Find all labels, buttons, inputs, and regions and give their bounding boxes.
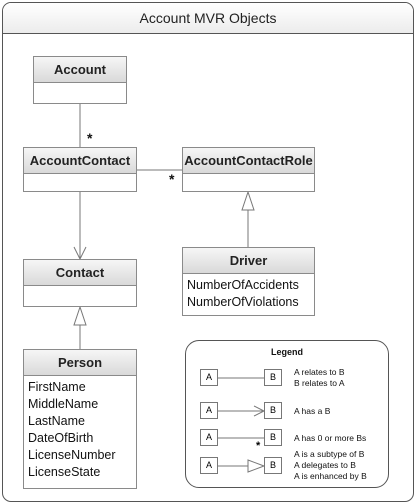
class-driver-attributes: NumberOfAccidents NumberOfViolations — [183, 274, 314, 314]
legend-row-text: A relates to B — [294, 367, 345, 377]
attribute: LastName — [28, 414, 85, 428]
legend-box-a: A — [200, 429, 218, 446]
legend-row-text: B relates to A — [294, 378, 345, 388]
legend-box-b: B — [264, 429, 282, 446]
legend-row-text: A delegates to B — [294, 460, 356, 470]
class-account[interactable]: Account — [33, 56, 127, 104]
legend-subtype-triangle — [247, 459, 266, 473]
subtype-triangle-driver — [241, 190, 255, 211]
multiplicity-account-contact-role: * — [169, 171, 175, 187]
class-driver-name: Driver — [183, 248, 314, 274]
legend-row-text: A is a subtype of B — [294, 449, 365, 459]
attribute: DateOfBirth — [28, 431, 94, 445]
attribute: FirstName — [28, 380, 86, 394]
class-contact[interactable]: Contact — [23, 259, 137, 307]
multiplicity-account-contact: * — [87, 130, 93, 146]
class-account-contact-name: AccountContact — [24, 148, 136, 174]
legend-box-b: B — [264, 369, 282, 386]
class-person-name: Person — [24, 350, 136, 376]
class-contact-name: Contact — [24, 260, 136, 286]
class-account-contact[interactable]: AccountContact — [23, 147, 137, 192]
class-person[interactable]: Person FirstName MiddleName LastName Dat… — [23, 349, 137, 489]
legend-title: Legend — [270, 347, 303, 357]
attribute: NumberOfAccidents — [187, 278, 299, 292]
legend-box-a: A — [200, 457, 218, 474]
class-person-attributes: FirstName MiddleName LastName DateOfBirt… — [24, 376, 136, 484]
legend-row-text: A has 0 or more Bs — [294, 433, 367, 443]
class-account-name: Account — [34, 57, 126, 83]
attribute: LicenseState — [28, 465, 101, 479]
legend: Legend A B A relates to B B relates to A… — [185, 340, 389, 488]
diagram-title: Account MVR Objects — [3, 3, 413, 34]
class-account-contact-role[interactable]: AccountContactRole — [182, 147, 315, 192]
legend-connectors — [218, 377, 266, 473]
legend-row-text: A has a B — [294, 406, 331, 416]
connector-layer — [73, 104, 255, 349]
attribute: LicenseNumber — [28, 448, 116, 462]
legend-multiplicity: * — [256, 440, 261, 452]
class-account-contact-role-name: AccountContactRole — [183, 148, 314, 174]
legend-box-b: B — [264, 402, 282, 419]
legend-row-text: A is enhanced by B — [294, 471, 367, 481]
class-driver[interactable]: Driver NumberOfAccidents NumberOfViolati… — [182, 247, 315, 316]
legend-box-a: A — [200, 402, 218, 419]
subtype-triangle-person — [73, 305, 87, 326]
attribute: NumberOfViolations — [187, 295, 299, 309]
legend-box-b: B — [264, 457, 282, 474]
legend-box-a: A — [200, 369, 218, 386]
attribute: MiddleName — [28, 397, 99, 411]
